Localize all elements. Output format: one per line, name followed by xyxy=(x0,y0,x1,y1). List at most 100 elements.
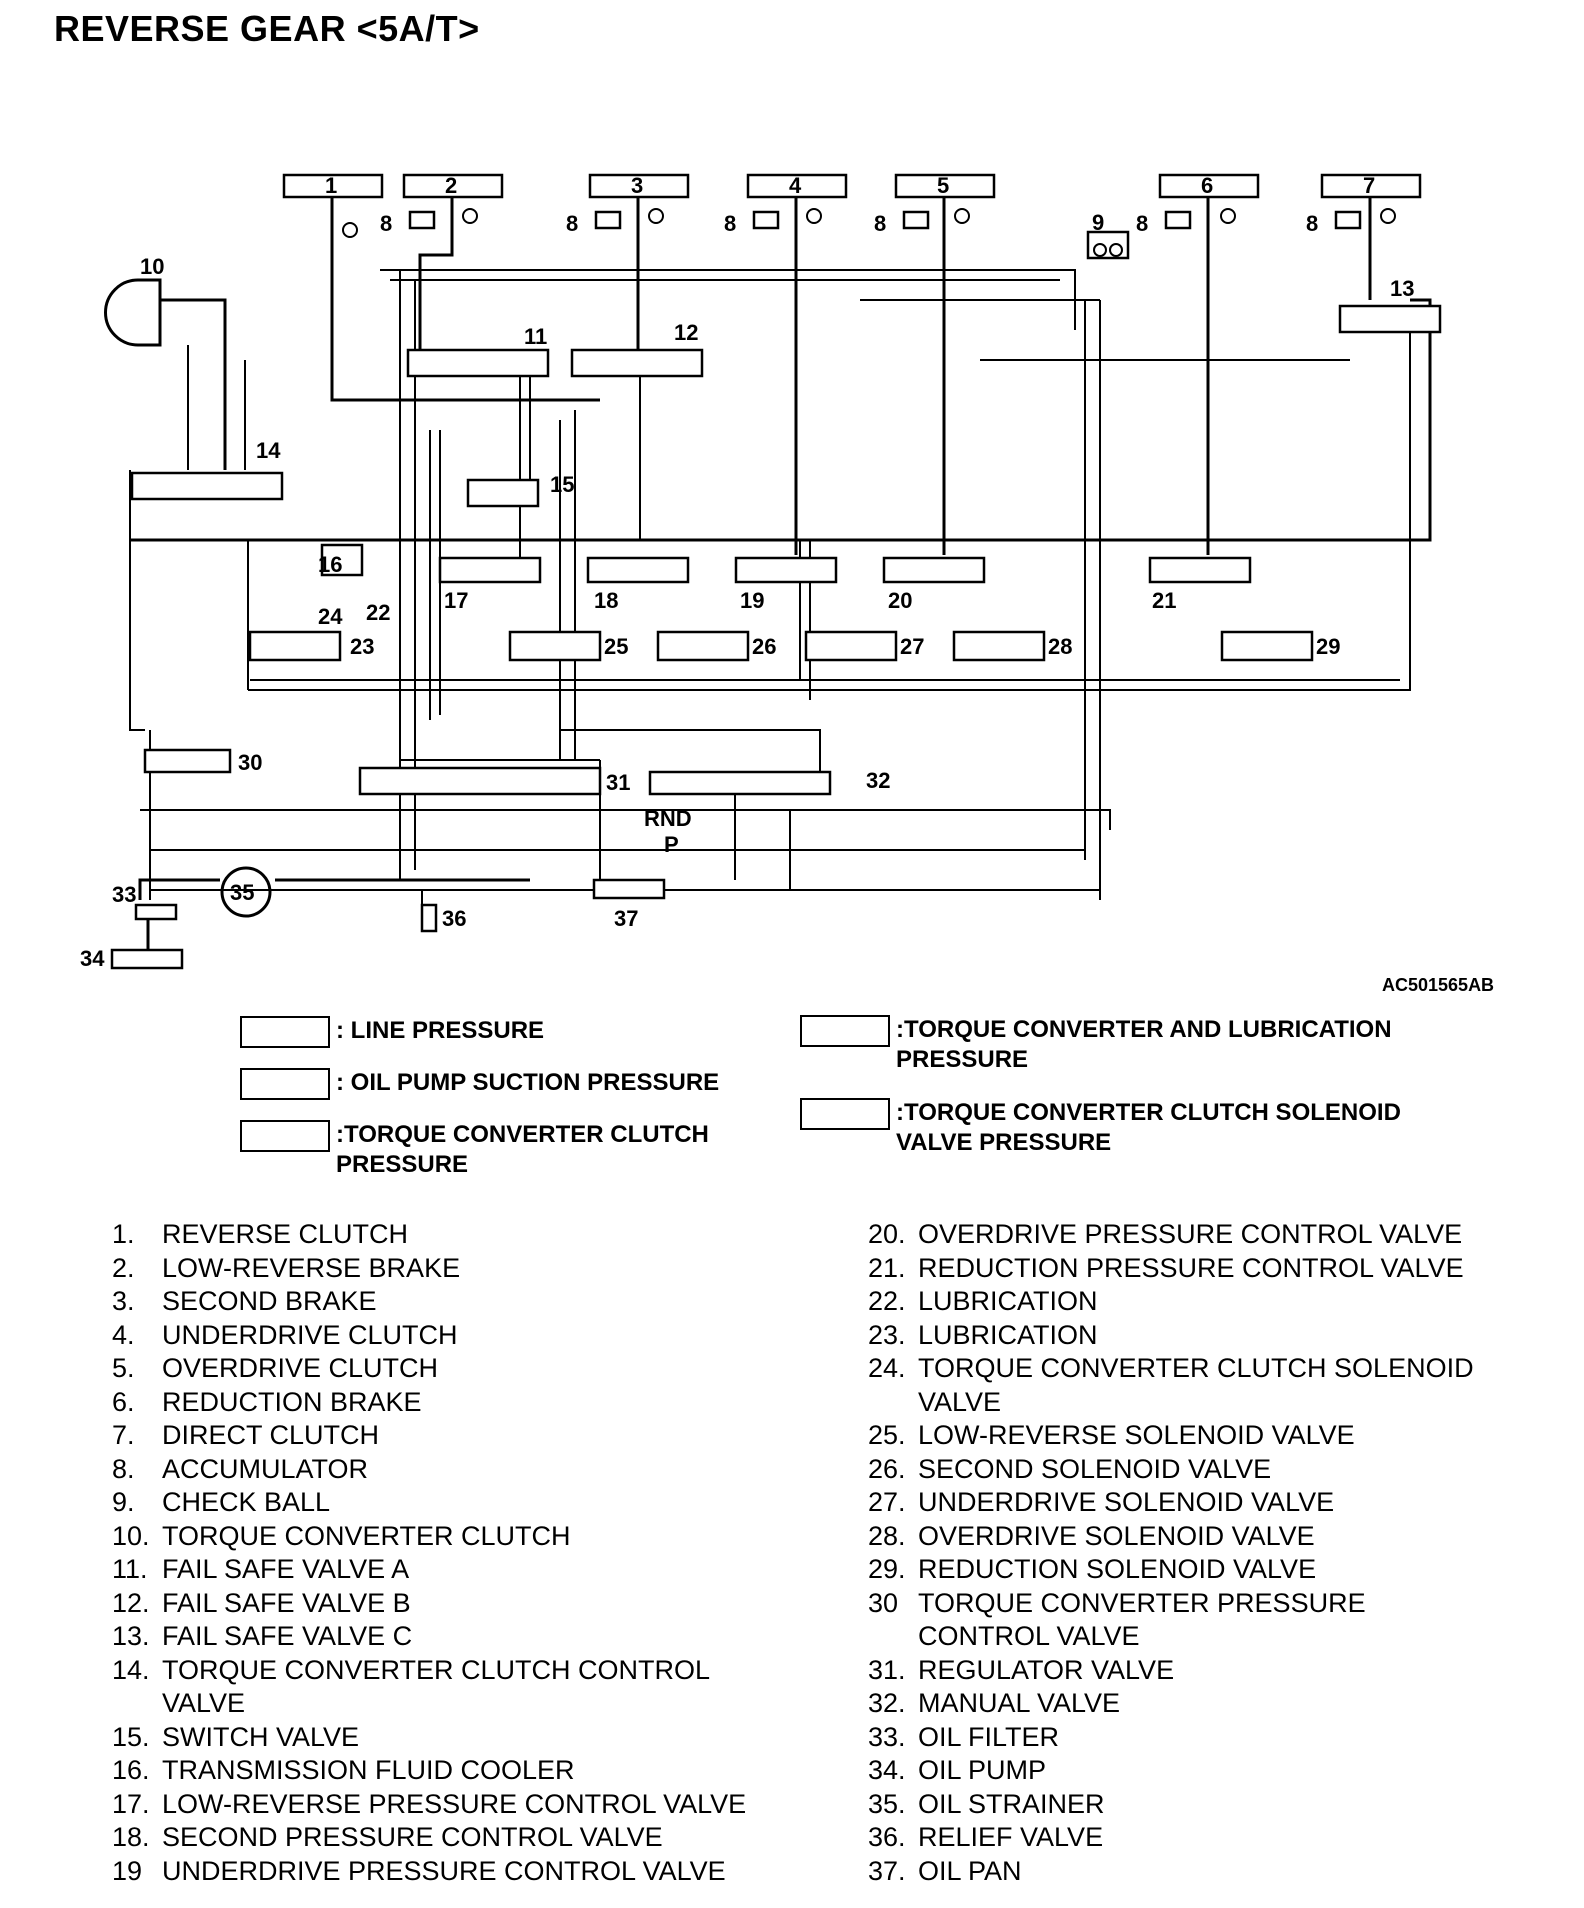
label-33: 33 xyxy=(112,882,136,907)
label-32: 32 xyxy=(866,768,890,793)
pressure-gauge-icon xyxy=(1220,208,1236,224)
label-3: 3 xyxy=(631,173,643,198)
valves xyxy=(110,304,1442,970)
underdrive-pressure-control-valve xyxy=(734,556,838,584)
accumulators xyxy=(342,208,1396,238)
list-item: 15.SWITCH VALVE xyxy=(112,1721,360,1752)
legend-swatch xyxy=(800,1098,890,1130)
label-19: 19 xyxy=(740,588,764,613)
list-item: 35.OIL STRAINER xyxy=(868,1788,1105,1819)
list-item: 33.OIL FILTER xyxy=(868,1721,1060,1752)
label-rnd: RND xyxy=(644,806,692,831)
parts-list-left: 1.REVERSE CLUTCH 2.LOW-REVERSE BRAKE 3.S… xyxy=(112,1218,746,1888)
label-8: 8 xyxy=(724,211,736,236)
label-37: 37 xyxy=(614,906,638,931)
list-item: 34.OIL PUMP xyxy=(868,1755,1047,1785)
list-item: 17.LOW-REVERSE PRESSURE CONTROL VALVE xyxy=(112,1788,747,1819)
reduction-pressure-control-valve xyxy=(1148,556,1252,584)
list-item: 29.REDUCTION SOLENOID VALVE xyxy=(868,1554,1317,1584)
label-8: 8 xyxy=(874,211,886,236)
label-4: 4 xyxy=(789,173,802,198)
list-item: 27.UNDERDRIVE SOLENOID VALVE xyxy=(868,1487,1335,1517)
second-solenoid-valve xyxy=(656,630,750,662)
pressure-gauge-icon xyxy=(954,208,970,224)
label-6: 6 xyxy=(1201,173,1213,198)
list-item: 6.REDUCTION BRAKE xyxy=(112,1386,422,1417)
diagram-labels: 1 2 3 4 5 6 7 8 8 8 8 8 8 9 10 11 12 13 … xyxy=(80,173,1414,971)
label-11: 11 xyxy=(524,324,547,349)
pressure-gauge-icon xyxy=(462,208,478,224)
oil-pan-icon xyxy=(592,878,666,900)
legend-tcc-solenoid-valve-pressure: :TORQUE CONVERTER CLUTCH SOLENOID VALVE … xyxy=(800,1098,1401,1158)
list-item: 25.LOW-REVERSE SOLENOID VALVE xyxy=(868,1420,1355,1450)
switch-valve xyxy=(466,478,540,508)
second-pressure-control-valve xyxy=(586,556,690,584)
check-ball-icon xyxy=(1086,230,1130,260)
label-26: 26 xyxy=(752,634,776,659)
list-item: 2.LOW-REVERSE BRAKE xyxy=(112,1252,461,1283)
list-item: 11.FAIL SAFE VALVE A xyxy=(112,1554,410,1584)
oil-filter-icon xyxy=(134,903,178,921)
label-20: 20 xyxy=(888,588,912,613)
label-35: 35 xyxy=(230,880,254,905)
label-7: 7 xyxy=(1363,173,1375,198)
list-item: 26.SECOND SOLENOID VALVE xyxy=(868,1453,1272,1484)
label-12: 12 xyxy=(674,320,698,345)
torque-converter-pressure-control-valve xyxy=(143,748,232,774)
label-14: 14 xyxy=(256,438,281,463)
relief-valve-icon xyxy=(420,903,438,933)
label-9: 9 xyxy=(1092,210,1104,235)
torque-converter-clutch-solenoid-valve xyxy=(248,630,342,662)
transmission-fluid-cooler xyxy=(320,543,364,577)
hydraulic-circuit-diagram: 1 2 3 4 5 6 7 8 8 8 8 8 8 9 10 11 12 13 … xyxy=(80,173,1442,971)
regulator-valve xyxy=(358,766,602,796)
oil-strainer-icon xyxy=(220,866,272,918)
legend-oil-pump-suction-pressure: : OIL PUMP SUCTION PRESSURE xyxy=(240,1068,719,1100)
label-p: P xyxy=(664,832,679,857)
list-item: 31.REGULATOR VALVE xyxy=(868,1654,1175,1685)
label-15: 15 xyxy=(550,472,574,497)
accumulator-icon xyxy=(594,210,622,230)
legend-swatch xyxy=(800,1015,890,1047)
list-item: 16.TRANSMISSION FLUID COOLER xyxy=(112,1755,575,1785)
legend-torque-converter-clutch-pressure: :TORQUE CONVERTER CLUTCH PRESSURE xyxy=(240,1120,709,1180)
label-17: 17 xyxy=(444,588,468,613)
label-27: 27 xyxy=(900,634,924,659)
list-item: 12.FAIL SAFE VALVE B xyxy=(112,1587,411,1618)
label-10: 10 xyxy=(140,254,164,279)
label-23: 23 xyxy=(350,634,374,659)
label-16: 16 xyxy=(318,552,342,577)
pressure-gauge-icon xyxy=(806,208,822,224)
label-24: 24 xyxy=(318,604,343,629)
legend-text: :TORQUE CONVERTER AND LUBRICATION PRESSU… xyxy=(896,1016,1392,1073)
accumulator-icon xyxy=(752,210,780,230)
label-8: 8 xyxy=(1306,211,1318,236)
page-title: REVERSE GEAR <5A/T> xyxy=(54,8,480,49)
list-item: 10.TORQUE CONVERTER CLUTCH xyxy=(112,1520,571,1551)
label-28: 28 xyxy=(1048,634,1072,659)
low-reverse-solenoid-valve xyxy=(508,630,602,662)
legend-text: :TORQUE CONVERTER CLUTCH PRESSURE xyxy=(336,1121,709,1178)
label-25: 25 xyxy=(604,634,628,659)
list-item: 14.TORQUE CONVERTER CLUTCH CONTROL VALVE xyxy=(112,1654,711,1719)
underdrive-solenoid-valve xyxy=(804,630,898,662)
list-item: 4.UNDERDRIVE CLUTCH xyxy=(112,1319,458,1350)
label-31: 31 xyxy=(606,770,630,795)
legend-swatch xyxy=(240,1016,330,1048)
torque-converter-icon xyxy=(104,278,162,347)
label-8: 8 xyxy=(1136,211,1148,236)
legend-swatch xyxy=(240,1120,330,1152)
label-2: 2 xyxy=(445,173,457,198)
manual-valve xyxy=(648,770,832,796)
label-29: 29 xyxy=(1316,634,1340,659)
list-item: 32.MANUAL VALVE xyxy=(868,1688,1121,1718)
fail-safe-valve-c xyxy=(1338,304,1442,334)
list-item: 7.DIRECT CLUTCH xyxy=(112,1420,380,1450)
legend-torque-converter-lubrication-pressure: :TORQUE CONVERTER AND LUBRICATION PRESSU… xyxy=(800,1015,1392,1075)
list-item: 37.OIL PAN xyxy=(868,1855,1022,1886)
low-reverse-pressure-control-valve xyxy=(438,556,542,584)
list-item: 24.TORQUE CONVERTER CLUTCH SOLENOID VALV… xyxy=(868,1353,1474,1417)
list-item: 1.REVERSE CLUTCH xyxy=(112,1219,409,1249)
